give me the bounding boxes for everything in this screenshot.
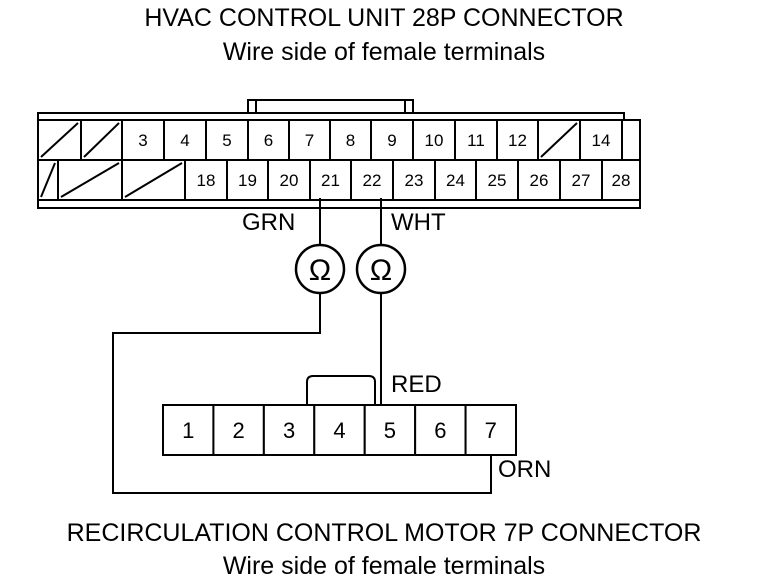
pin-9: 9 [370,119,414,161]
pin-24: 24 [434,159,477,201]
pin-5: 5 [363,404,417,456]
wire-label-wht: WHT [391,209,446,236]
wire-label-orn: ORN [498,456,551,483]
pin-number: 22 [363,171,382,190]
pin-number: 2 [233,418,245,443]
pin-27: 27 [559,159,603,201]
connector-lock-tab [306,375,376,405]
blank-slash [83,122,120,158]
pin-22: 22 [350,159,394,201]
pin-number: 4 [180,131,189,150]
pin-3: 3 [262,404,316,456]
blank-slash [40,122,79,158]
ohmmeter-grn: Ω [294,243,346,295]
pin-unused [80,119,123,161]
pin-6: 6 [247,119,290,161]
wire-label-red: RED [391,371,442,398]
pin-7: 7 [464,404,518,456]
pin-number: 8 [346,131,355,150]
pin-number: 3 [283,418,295,443]
pin-unused [37,119,82,161]
pin-number: 9 [387,131,396,150]
connector-row-lower: 18 19 20 21 22 23 24 25 26 27 28 [37,159,641,201]
pin-14: 14 [579,119,623,161]
pin-25: 25 [475,159,519,201]
pin-8: 8 [329,119,372,161]
pin-number: 4 [333,418,345,443]
pin-6: 6 [414,404,467,456]
pin-5: 5 [205,119,249,161]
pin-number: 6 [264,131,273,150]
pin-number: 7 [485,418,497,443]
top-connector-title: HVAC CONTROL UNIT 28P CONNECTOR [144,4,624,32]
pin-unused [37,159,59,201]
pin-number: 26 [530,171,549,190]
pin-19: 19 [226,159,269,201]
grn-orn-wire [112,293,492,494]
wires [112,198,492,494]
pin-number: 24 [446,171,465,190]
blank-slash [124,162,183,198]
pin-number: 5 [384,418,396,443]
pin-number: 25 [488,171,507,190]
ohmmeter-wht: Ω [355,243,407,295]
pin-10: 10 [412,119,456,161]
pin-number: 23 [405,171,424,190]
pin-23: 23 [392,159,436,201]
wire-label-grn: GRN [242,209,295,236]
pin-unused [537,119,581,161]
pin-4: 4 [313,404,366,456]
pin-number: 27 [572,171,591,190]
ohm-icon: Ω [370,254,392,287]
blank-slash [40,162,56,198]
pin-number: 18 [197,171,216,190]
pin-26: 26 [517,159,561,201]
pin-11: 11 [454,119,498,161]
bottom-connector-subtitle: Wire side of female terminals [222,552,546,580]
pin-number: 5 [222,131,231,150]
pin-unused [121,159,186,201]
blank-slash [60,162,120,198]
bottom-connector-title: RECIRCULATION CONTROL MOTOR 7P CONNECTOR [66,519,702,547]
pin-3: 3 [121,119,165,161]
connector-row-upper: 3 4 5 6 7 8 9 10 11 12 14 [37,119,623,161]
pin-number: 1 [182,418,194,443]
pin-number: 21 [321,171,340,190]
pin-unused [57,159,123,201]
ohm-icon: Ω [309,254,331,287]
pin-18: 18 [184,159,228,201]
pin-number: 14 [592,131,611,150]
connector-7p-pins: 1 2 3 4 5 6 7 [162,404,518,456]
pin-number: 12 [508,131,527,150]
pin-number: 10 [425,131,444,150]
pin-7: 7 [288,119,331,161]
blank-slash [540,122,578,158]
pin-2: 2 [212,404,265,456]
pin-number: 11 [467,131,485,150]
pin-28: 28 [601,159,641,201]
top-connector-subtitle: Wire side of female terminals [222,38,546,66]
pin-number: 28 [612,171,631,190]
pin-number: 3 [138,131,147,150]
pin-4: 4 [163,119,207,161]
pin-12: 12 [496,119,539,161]
pin-number: 20 [280,171,299,190]
pin-number: 6 [434,418,446,443]
pin-20: 20 [267,159,311,201]
pin-number: 19 [238,171,257,190]
pin-21: 21 [309,159,352,201]
pin-number: 7 [305,131,314,150]
pin-1: 1 [162,404,215,456]
